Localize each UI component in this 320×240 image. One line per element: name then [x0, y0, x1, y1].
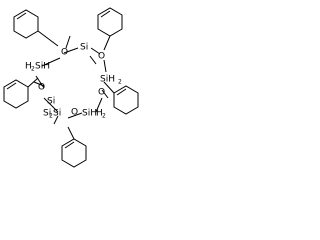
atom-label-si-bottom: Si [53, 109, 61, 119]
methyl-4 [101, 89, 109, 99]
ring-bond-3 [103, 59, 107, 73]
ring-bond-4 [41, 57, 61, 67]
bond-phenyl-left [27, 77, 39, 88]
atom-label-h-left-si-subscript: 2 [31, 66, 35, 73]
atom-label-si-lower-left: Si [47, 97, 55, 107]
bond-phenyl-bottom [67, 126, 75, 140]
phenyl-ring-bottom [61, 138, 87, 168]
atom-label-h-lower-left-subscript: 2 [49, 113, 53, 120]
methyl-5 [53, 115, 59, 125]
atom-label-o-bottom: O [71, 108, 78, 118]
bond-phenyl-top-left [37, 30, 59, 47]
ring-bond-6 [43, 97, 59, 113]
phenyl-top-right-double-bond [100, 10, 111, 18]
bond-phenyl-right [103, 81, 115, 94]
atom-label-o-left: O [38, 83, 45, 93]
atom-label-h-bottom-right: H [96, 109, 103, 119]
ring-bond-7 [67, 112, 83, 119]
atom-label-si-top: Si [80, 43, 88, 53]
atom-label-sih2-right: SiH [100, 75, 115, 85]
cyclosiloxane-structure-diagram: O Si O H 2 SiH SiH 2 O O Si Si 2 Si O Si… [3, 7, 139, 168]
methyl-1 [65, 35, 71, 49]
phenyl-ring-top-left [13, 9, 39, 39]
phenyl-bottom-double-bond [64, 141, 75, 149]
phenyl-left-double-bond [6, 82, 17, 90]
ring-bond-8 [95, 97, 103, 113]
atom-label-h-lower-left: Si [43, 109, 51, 119]
atom-label-h-bottom-right-subscript: 2 [102, 113, 106, 120]
atom-label-sih2-right-subscript: 2 [118, 79, 122, 86]
atom-label-h-left-si: H [25, 62, 32, 72]
methyl-3 [33, 81, 45, 87]
phenyl-ring-top-right [97, 7, 123, 37]
phenyl-right-double-bond [116, 88, 127, 96]
atom-label-sih-bottom-right: SiH [82, 109, 97, 119]
atom-label-o-top-right: O [98, 52, 105, 62]
atom-label-si-left: SiH [35, 62, 50, 72]
atom-label-o-right: O [98, 88, 105, 98]
ring-bond-2 [90, 47, 101, 55]
phenyl-ring-left [3, 79, 29, 109]
phenyl-top-left-double-bond [16, 12, 27, 20]
atom-label-o-top-left: O [61, 48, 68, 58]
phenyl-ring-right [113, 85, 139, 115]
methyl-2 [89, 55, 97, 65]
bond-phenyl-top-right [103, 35, 111, 51]
ring-bond-1 [63, 47, 79, 54]
